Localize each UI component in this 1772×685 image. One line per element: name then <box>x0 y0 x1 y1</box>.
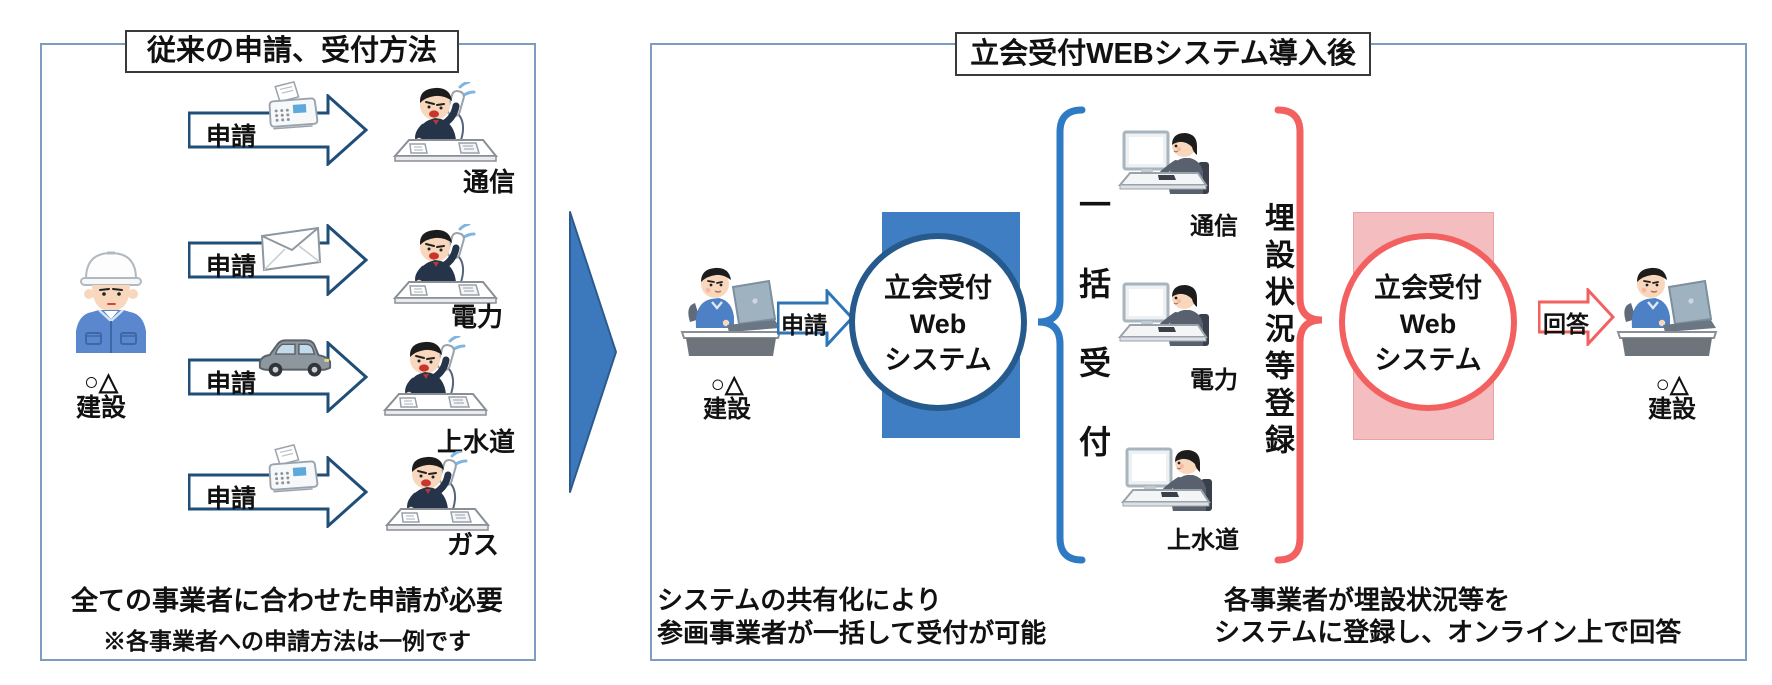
application-arrow-1 <box>188 94 368 166</box>
web-applicant-name-line2: 建設 <box>703 396 751 423</box>
web-applicant-name-line1: ○△ <box>710 371 744 398</box>
batch-reception-brace <box>1037 106 1086 564</box>
registration-vertical-label: 埋設状況等登録 <box>1260 202 1293 461</box>
application-arrow-3-label: 申請 <box>206 370 257 398</box>
answer-arrow-label: 回答 <box>1543 311 1589 337</box>
blue-system-label-line3: システム <box>884 345 992 375</box>
businessman-on-phone-illustration <box>393 82 498 168</box>
web-system-panel <box>650 43 1747 661</box>
red-system-label-line3: システム <box>1374 345 1482 375</box>
answer-arrow <box>1538 288 1615 346</box>
web-applicant-name: ○△ 建設 <box>671 372 783 422</box>
man-at-desktop-illustration <box>1118 280 1218 358</box>
brace-layer <box>1037 106 1323 564</box>
legacy-applicant-name-line1: ○△ <box>83 368 119 396</box>
legacy-applicant-name: ○△ 建設 <box>41 369 161 421</box>
blue-system-circle <box>849 233 1027 411</box>
legacy-note-main: 全ての事業者に合わせた申請が必要 <box>71 586 503 616</box>
blue-system-label: 立会受付 Web システム <box>852 270 1024 378</box>
legacy-note-sub: ※各事業者への申請方法は一例です <box>103 628 471 654</box>
fax-icon <box>264 79 322 141</box>
fax-icon <box>264 442 322 504</box>
caption-blue-line2: 参画事業者が一括して受付が可能 <box>657 618 1047 648</box>
caption-red-line1: 各事業者が埋設状況等を <box>1224 585 1511 615</box>
blue-system-label-line2: Web <box>909 309 967 339</box>
businessman-on-phone-illustration <box>383 336 488 422</box>
registration-brace <box>1274 106 1323 564</box>
envelope-icon <box>258 226 324 272</box>
man-at-desktop-illustration <box>1118 128 1218 206</box>
web-responder-name-line2: 建設 <box>1648 396 1696 423</box>
caption-blue-line1: システムの共有化により <box>657 585 942 615</box>
red-system-label-line2: Web <box>1399 309 1457 339</box>
man-at-desktop-illustration <box>1121 445 1221 523</box>
red-system-label: 立会受付 Web システム <box>1342 270 1514 378</box>
transition-arrow <box>569 211 617 493</box>
operator-label-josuido: 上水道 <box>1167 527 1239 554</box>
application-arrow-2-label: 申請 <box>206 253 257 281</box>
caption-red-line2: システムに登録し、オンライン上で回答 <box>1214 617 1682 647</box>
web-responder-name: ○△ 建設 <box>1616 372 1728 422</box>
red-system-label-line1: 立会受付 <box>1374 273 1482 303</box>
construction-worker-illustration <box>68 247 154 353</box>
operator-label-denryoku: 電力 <box>1190 367 1238 394</box>
request-arrow-label: 申請 <box>781 312 827 338</box>
recipient-label-josuido: 上水道 <box>437 427 516 457</box>
red-system-circle <box>1339 233 1517 411</box>
man-at-laptop-illustration <box>676 260 784 360</box>
car-icon <box>256 332 334 380</box>
web-system-panel-title: 立会受付WEBシステム導入後 <box>955 32 1371 76</box>
web-responder-name-line1: ○△ <box>1655 371 1689 398</box>
request-arrow <box>777 289 854 347</box>
operator-label-tsushin: 通信 <box>1190 213 1238 240</box>
blue-system-label-line1: 立会受付 <box>884 273 992 303</box>
application-arrow-4-label: 申請 <box>206 485 257 513</box>
legacy-applicant-name-line2: 建設 <box>75 394 126 422</box>
application-arrow-1-label: 申請 <box>206 123 257 151</box>
batch-reception-vertical-label: 一括受付 <box>1075 188 1111 504</box>
recipient-label-gas: ガス <box>447 530 500 560</box>
recipient-label-denryoku: 電力 <box>451 302 504 332</box>
legacy-panel-title: 従来の申請、受付方法 <box>125 30 459 73</box>
man-at-laptop-illustration <box>1612 260 1720 360</box>
recipient-label-tsushin: 通信 <box>463 167 516 197</box>
